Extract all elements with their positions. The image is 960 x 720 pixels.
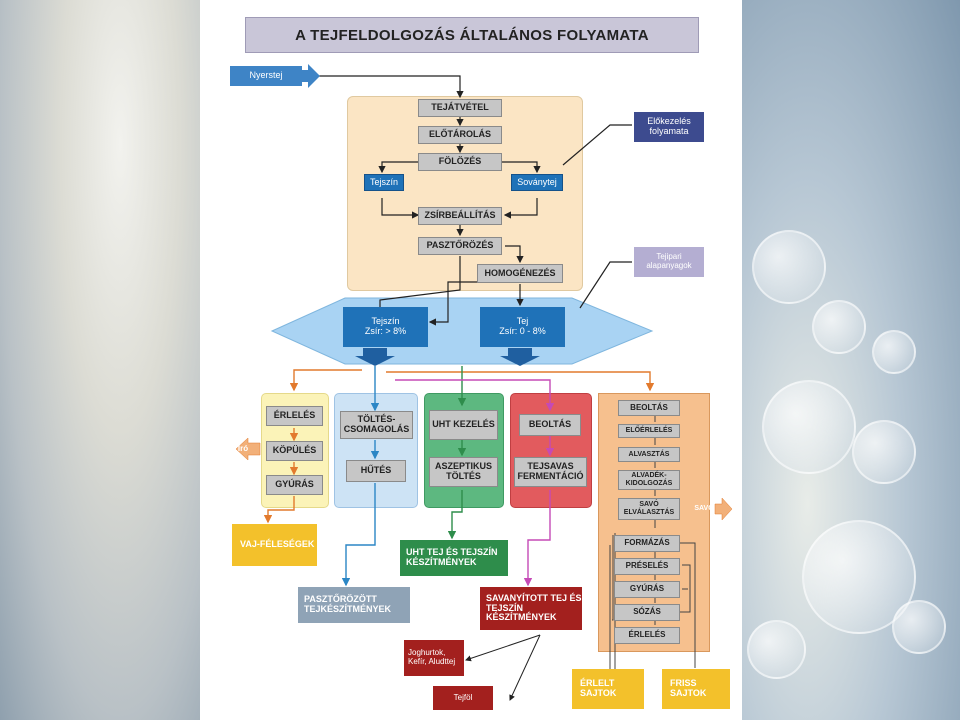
sour-step-beoltas: BEOLTÁS bbox=[519, 414, 581, 436]
step-tejatvetel: TEJÁTVÉTEL bbox=[418, 99, 502, 117]
iro-arrow bbox=[235, 437, 261, 461]
cheese-step-erleles: ÉRLELÉS bbox=[614, 627, 680, 644]
sour-step-fermentacio: TEJSAVAS FERMENTÁCIÓ bbox=[514, 457, 587, 487]
savo-label: SAVÓ bbox=[694, 505, 714, 513]
butter-step-kopules: KÖPÜLÉS bbox=[266, 441, 323, 461]
step-folozes: FÖLÖZÉS bbox=[418, 153, 502, 171]
savo-arrow bbox=[714, 497, 733, 521]
milk-photo-left bbox=[0, 0, 200, 720]
hex-cream-fat: Zsír: > 8% bbox=[364, 326, 407, 336]
butter-step-erleles: ÉRLELÉS bbox=[266, 406, 323, 426]
hex-milk-box: Tej Zsír: 0 - 8% bbox=[480, 307, 565, 347]
pasteur-product: PASZTŐRÖZÖTT TEJKÉSZÍTMÉNYEK bbox=[298, 587, 410, 623]
step-homogenezes: HOMOGÉNEZÉS bbox=[477, 264, 563, 283]
hex-milk-label: Tej bbox=[516, 316, 529, 327]
butter-step-gyuras: GYÚRÁS bbox=[266, 475, 323, 495]
pasteur-step-toltes: TÖLTÉS-CSOMAGOLÁS bbox=[340, 411, 413, 439]
sour-example-tejfol: Tejföl bbox=[433, 686, 493, 710]
cheese-step-gyuras: GYÚRÁS bbox=[614, 581, 680, 598]
cheese-step-alvadek: ALVADÉK-KIDOLGOZÁS bbox=[618, 470, 680, 490]
sour-product: SAVANYÍTOTT TEJ ÉS TEJSZÍN KÉSZÍTMÉNYEK bbox=[480, 587, 582, 630]
down-arrow-milk bbox=[500, 348, 540, 366]
cheese-step-formazas: FORMÁZÁS bbox=[614, 535, 680, 552]
step-pasztorozes: PASZTŐRÖZÉS bbox=[418, 237, 502, 255]
hex-cream-box: Tejszín Zsír: > 8% bbox=[343, 307, 428, 347]
cheese-product-friss: FRISS SAJTOK bbox=[662, 669, 730, 709]
uht-step-toltes: ASZEPTIKUS TÖLTÉS bbox=[429, 457, 498, 487]
callout-raw-materials: Tejipari alapanyagok bbox=[634, 247, 704, 277]
cream-split: Tejszín bbox=[364, 174, 404, 191]
skim-split: Soványtej bbox=[511, 174, 563, 191]
iro-label: Író bbox=[237, 443, 249, 453]
cheese-step-sozas: SÓZÁS bbox=[614, 604, 680, 621]
uht-step-kezeles: UHT KEZELÉS bbox=[429, 410, 498, 440]
uht-product: UHT TEJ ÉS TEJSZÍN KÉSZÍTMÉNYEK bbox=[400, 540, 508, 576]
butter-product: VAJ-FÉLESÉGEK bbox=[232, 524, 317, 566]
down-arrow-cream bbox=[355, 348, 395, 366]
step-elotarolas: ELŐTÁROLÁS bbox=[418, 126, 502, 144]
cheese-step-beoltas: BEOLTÁS bbox=[618, 400, 680, 416]
diagram-title: A TEJFELDOLGOZÁS ÁLTALÁNOS FOLYAMATA bbox=[245, 17, 699, 53]
callout-preprocess: Előkezelés folyamata bbox=[634, 112, 704, 142]
milk-photo-right bbox=[742, 0, 960, 720]
pasteur-step-hutes: HŰTÉS bbox=[346, 460, 406, 482]
sour-example-joghurt: Joghurtok, Kefír, Aludttej bbox=[404, 640, 464, 676]
hex-cream-label: Tejszín bbox=[371, 316, 400, 327]
raw-milk-input: Nyerstej bbox=[230, 66, 302, 86]
cheese-step-savo-elvalasztas: SAVÓ ELVÁLASZTÁS bbox=[618, 498, 680, 520]
hex-milk-fat: Zsír: 0 - 8% bbox=[499, 326, 546, 336]
cheese-step-preseles: PRÉSELÉS bbox=[614, 558, 680, 575]
cheese-product-erlelt: ÉRLELT SAJTOK bbox=[572, 669, 644, 709]
cheese-step-alvasztas: ALVASZTÁS bbox=[618, 447, 680, 462]
step-zsirbeallitas: ZSÍRBEÁLLÍTÁS bbox=[418, 207, 502, 225]
cheese-step-eloerleles: ELŐÉRLELÉS bbox=[618, 424, 680, 438]
